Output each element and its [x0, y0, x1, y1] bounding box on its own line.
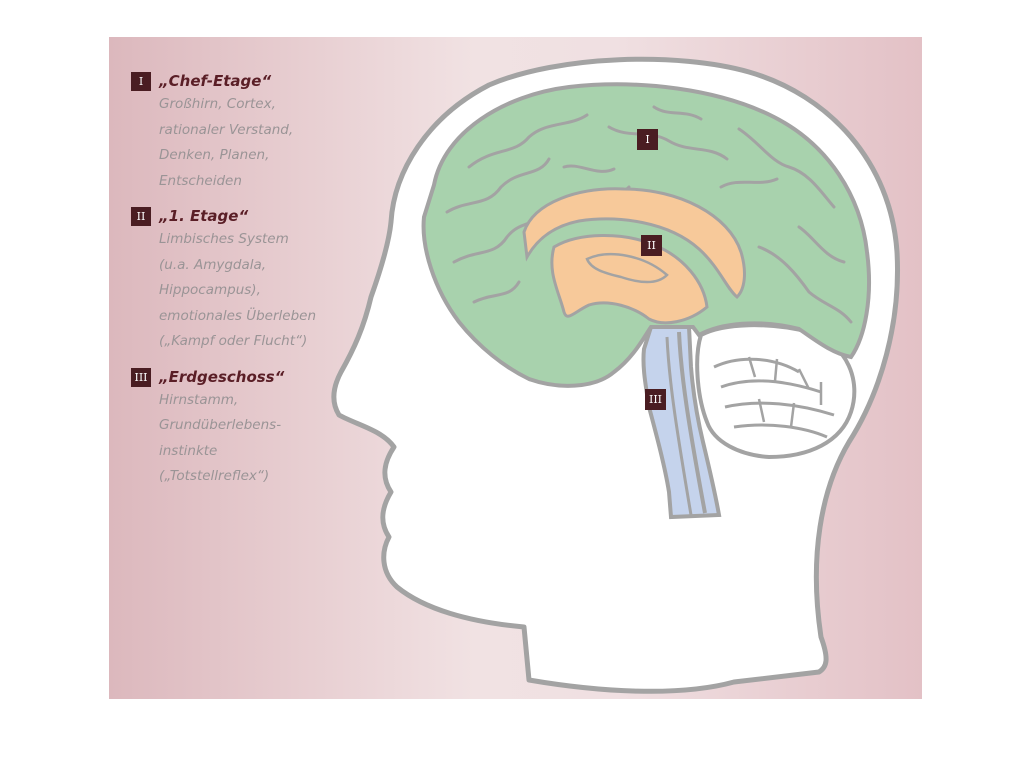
legend-desc-limbic: Limbisches System (u.a. Amygdala, Hippoc… — [159, 231, 317, 349]
legend-desc-brainstem: Hirnstamm, Grundüberlebens- instinkte („… — [159, 391, 282, 485]
legend-desc-cortex: Großhirn, Cortex, rationaler Verstand, D… — [159, 96, 294, 189]
marker-limbic: II — [641, 235, 662, 256]
legend-badge-1: I — [131, 72, 151, 91]
marker-cortex: I — [637, 129, 658, 150]
limbic-region — [522, 187, 746, 300]
legend-title-cortex: „Chef-Etage“ — [159, 72, 272, 90]
legend-title-limbic: „1. Etage“ — [159, 207, 249, 225]
legend-entry-cortex: I „Chef-Etage“ Großhirn, Cortex, rationa… — [131, 70, 411, 194]
legend-badge-2: II — [131, 207, 151, 226]
legend-badge-3: III — [131, 367, 151, 387]
legend-title-brainstem: „Erdgeschoss“ — [159, 367, 285, 386]
legend-entry-limbic: II „1. Etage“ Limbisches System (u.a. Am… — [131, 205, 411, 355]
legend: I „Chef-Etage“ Großhirn, Cortex, rationa… — [131, 70, 411, 501]
marker-brainstem: III — [645, 389, 666, 410]
legend-entry-brainstem: III „Erdgeschoss“ Hirnstamm, Grundüberle… — [131, 366, 411, 490]
diagram-panel: I „Chef-Etage“ Großhirn, Cortex, rationa… — [109, 37, 922, 699]
